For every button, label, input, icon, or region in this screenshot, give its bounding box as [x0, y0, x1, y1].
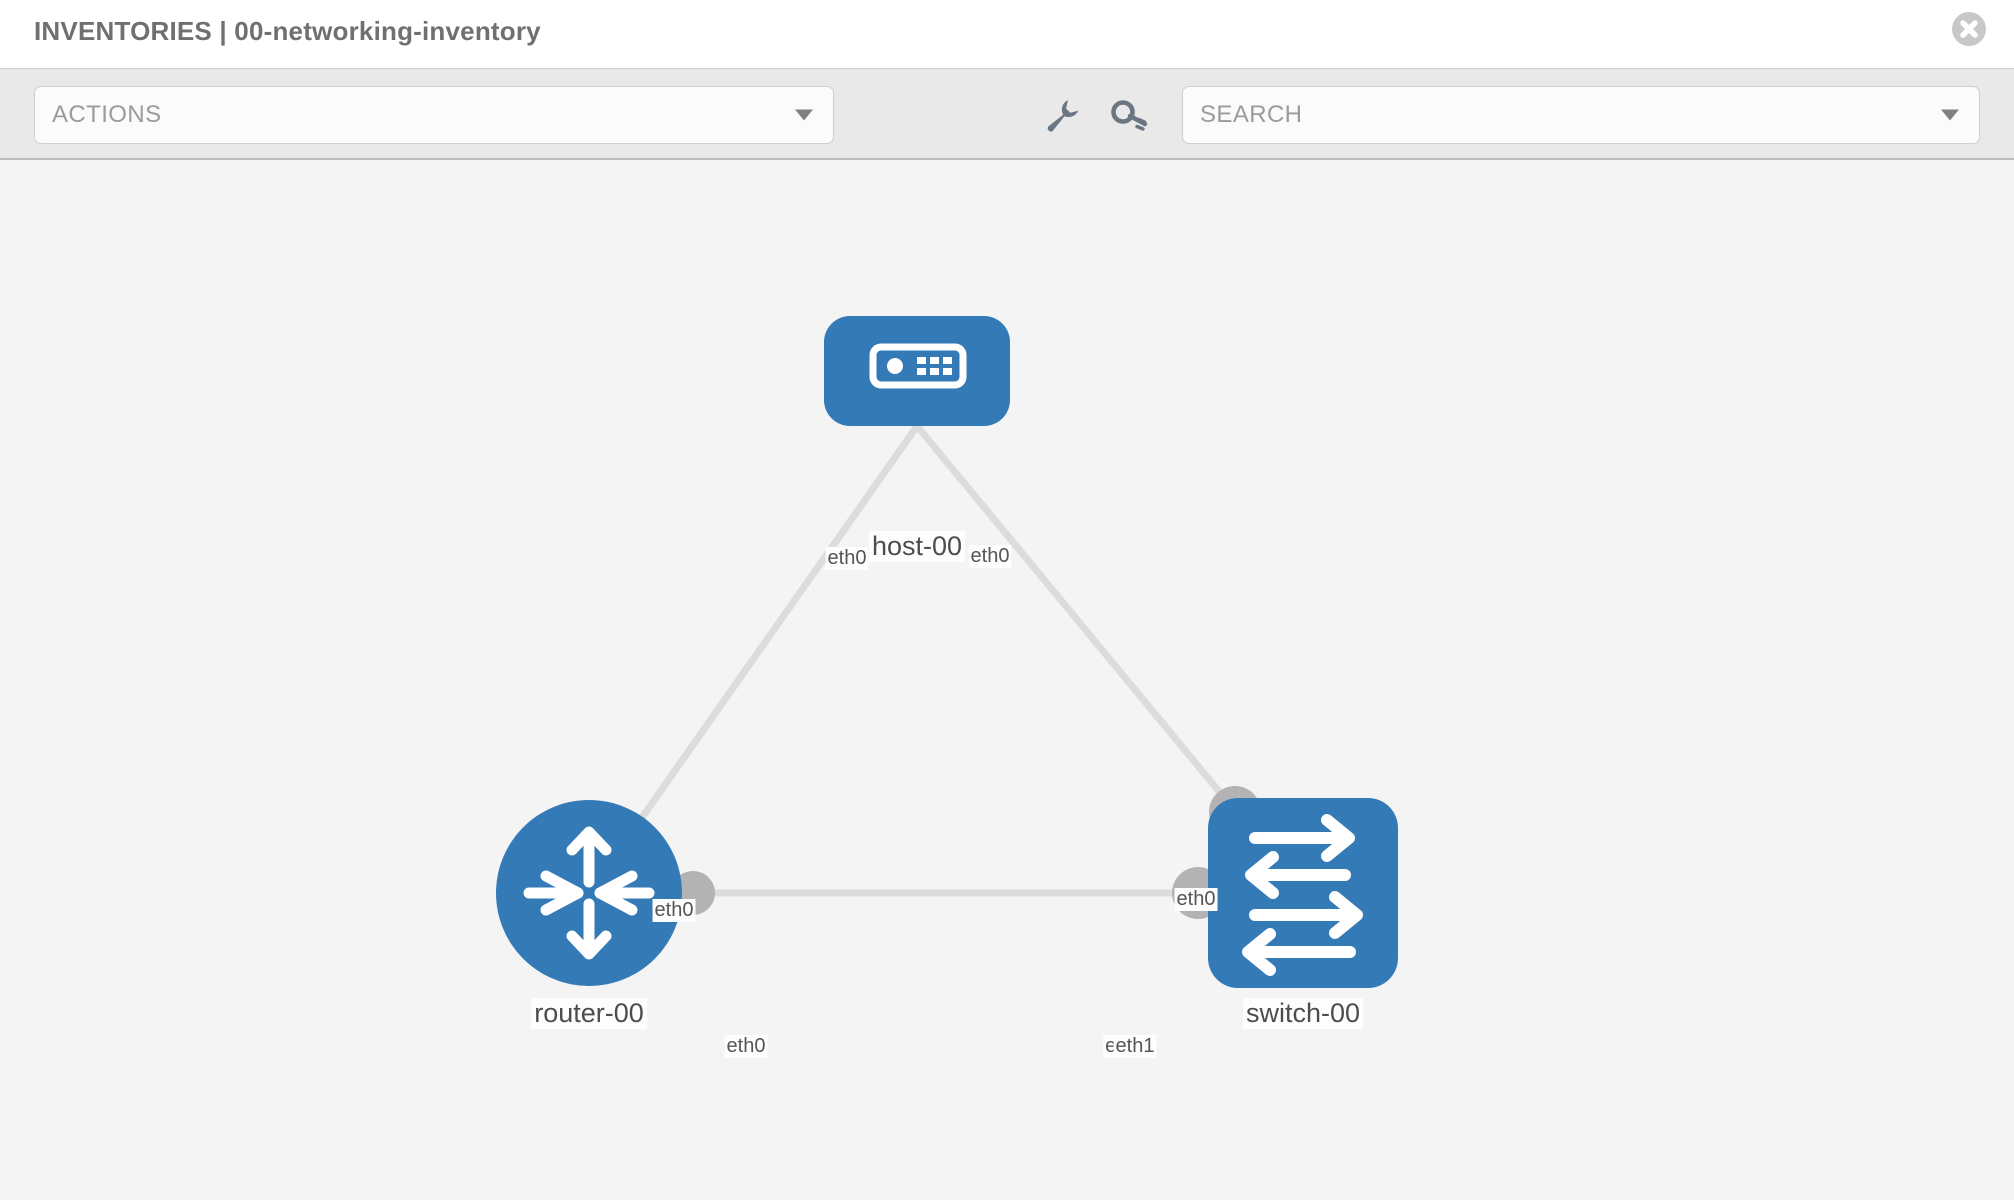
topology-graph — [496, 316, 1398, 988]
port-label-router-to-host: eth0 — [652, 899, 696, 922]
router-arrows-icon — [523, 826, 655, 960]
window-header: INVENTORIES | 00-networking-inventory — [0, 0, 2014, 68]
ports-layer — [671, 349, 1261, 919]
search-input[interactable]: SEARCH — [1182, 86, 1980, 144]
node-router-00 — [496, 800, 682, 986]
server-rack-icon — [869, 343, 967, 389]
toolbar: ACTIONS SEARCH — [0, 68, 2014, 160]
node-label-host: host-00 — [868, 531, 966, 562]
node-host-00 — [824, 316, 1010, 426]
switch-arrows-icon — [1242, 814, 1363, 976]
port-label-switch-eth1: eth1 — [1113, 1035, 1157, 1058]
switch-node-shape — [1208, 798, 1398, 988]
port-label-host-right: eth0 — [968, 545, 1012, 568]
chevron-down-icon — [1941, 109, 1959, 121]
port-label-host-left: eth0 — [825, 547, 869, 570]
node-switch-00 — [1208, 798, 1398, 988]
wrench-icon[interactable] — [1040, 95, 1082, 137]
page-title: INVENTORIES | 00-networking-inventory — [34, 16, 541, 46]
topology-canvas[interactable]: host-00 router-00 switch-00 eth0 eth0 et… — [0, 160, 2014, 1200]
close-icon[interactable] — [1952, 12, 1986, 46]
actions-dropdown-label: ACTIONS — [52, 101, 162, 128]
node-label-switch: switch-00 — [1242, 998, 1364, 1029]
router-node-shape — [496, 800, 682, 986]
links-layer — [586, 423, 1306, 897]
actions-dropdown[interactable]: ACTIONS — [34, 86, 834, 144]
link-router-host — [586, 423, 920, 896]
chevron-down-icon — [795, 109, 813, 121]
port-label-switch-to-host: eth0 — [1174, 888, 1218, 911]
port-label-router-to-switch: eth0 — [724, 1035, 768, 1058]
key-icon[interactable] — [1108, 95, 1150, 137]
node-label-router: router-00 — [531, 998, 647, 1029]
search-placeholder: SEARCH — [1200, 101, 1303, 128]
